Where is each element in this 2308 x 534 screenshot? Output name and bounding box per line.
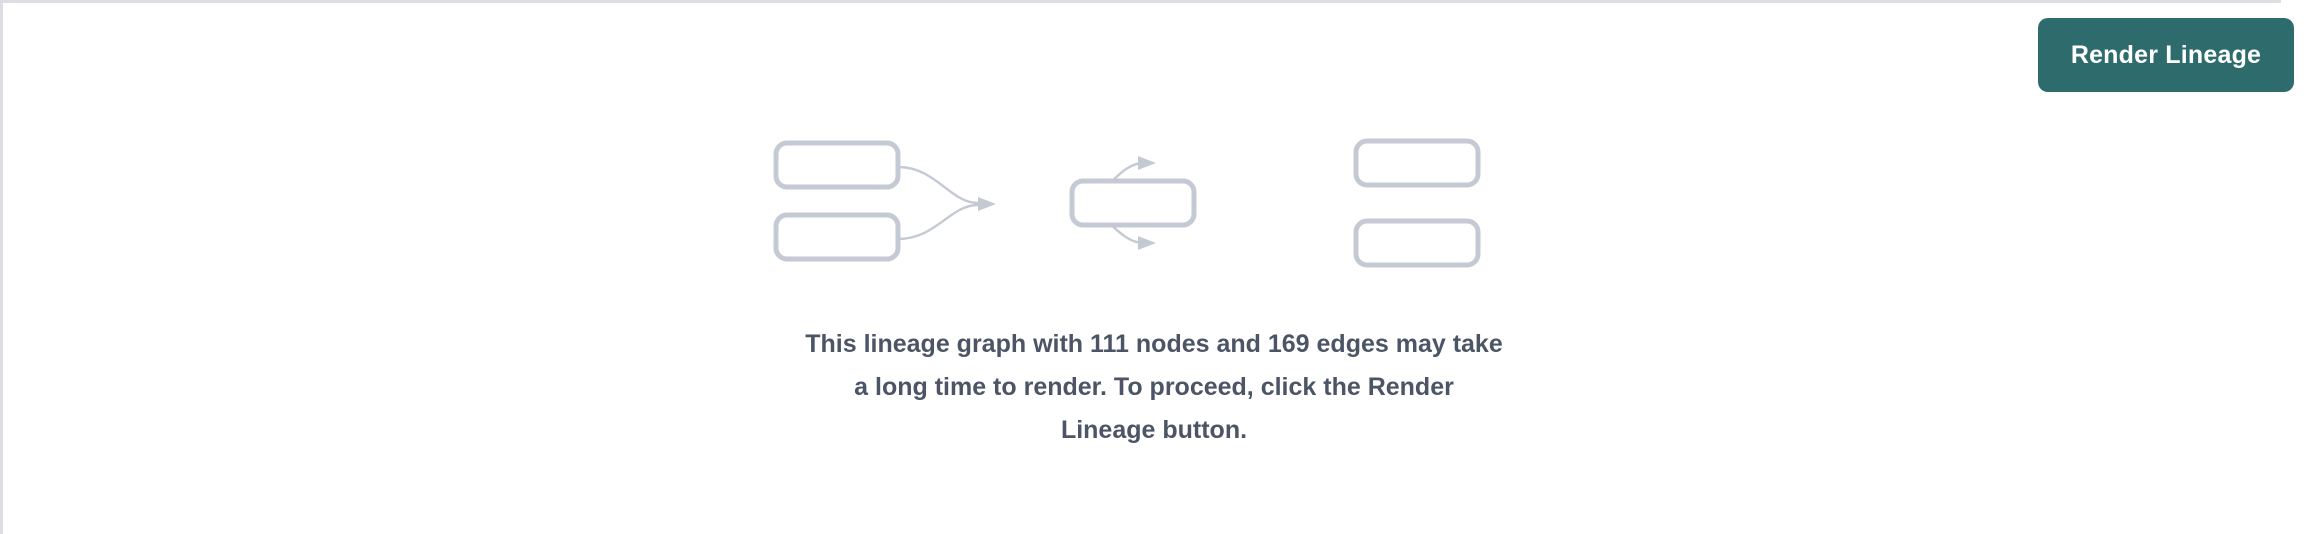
edge-focus-to-downstream-2	[1071, 203, 1143, 245]
placeholder-node-focus	[1069, 178, 1197, 228]
arrowhead-into-downstream-1	[1138, 156, 1156, 170]
placeholder-node-upstream-1	[773, 140, 901, 190]
arrowhead-into-downstream-2	[1138, 236, 1156, 250]
edge-upstream-2-to-focus	[897, 203, 979, 241]
placeholder-node-upstream-2	[773, 212, 901, 262]
arrowhead-into-focus	[978, 197, 996, 211]
lineage-size-warning-message: This lineage graph with 111 nodes and 16…	[805, 330, 1503, 444]
render-lineage-button[interactable]: Render Lineage	[2038, 18, 2294, 92]
edge-focus-to-downstream-1	[1071, 161, 1143, 205]
placeholder-graph-svg	[773, 138, 1481, 268]
panel-top-divider	[0, 0, 2281, 3]
edge-upstream-1-to-focus	[897, 165, 979, 205]
panel-left-divider	[0, 3, 3, 534]
placeholder-node-downstream-2	[1353, 218, 1481, 268]
placeholder-node-downstream-1	[1353, 138, 1481, 188]
